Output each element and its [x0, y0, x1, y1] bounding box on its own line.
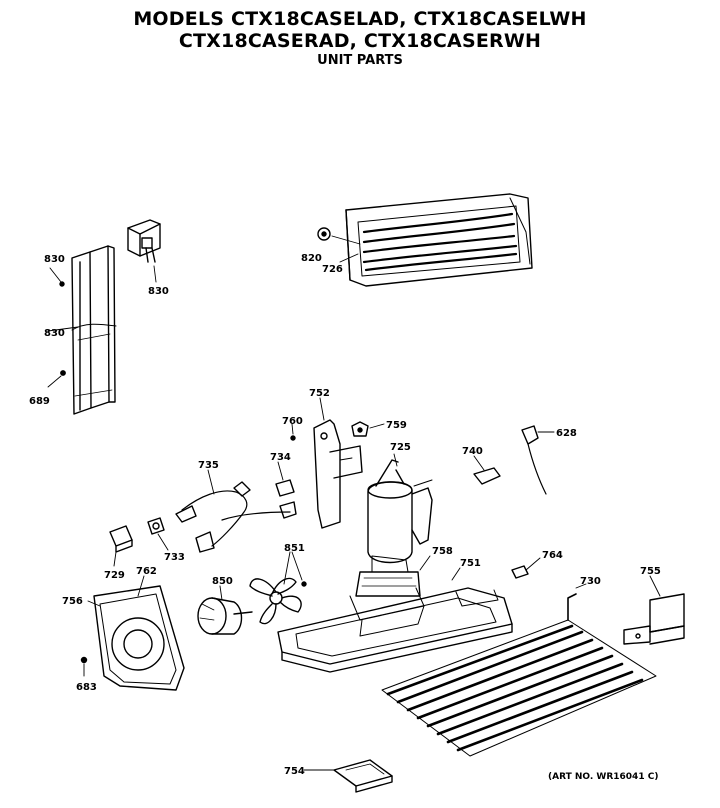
callout-740: 740 — [462, 446, 483, 457]
art-number: (ART NO. WR16041 C) — [548, 772, 659, 782]
callout-758: 758 — [432, 546, 453, 557]
callout-689: 689 — [29, 396, 50, 407]
compressor-725 — [367, 453, 433, 573]
callout-751: 751 — [460, 558, 481, 569]
base-pan-751 — [277, 567, 513, 673]
callout-752: 752 — [309, 388, 330, 399]
callout-830-screw: 830 — [44, 254, 65, 265]
callout-730: 730 — [580, 576, 601, 587]
callout-628: 628 — [556, 428, 577, 439]
air-duct-channel — [71, 245, 117, 415]
overload-734 — [275, 461, 295, 497]
callout-683: 683 — [76, 682, 97, 693]
bracket-755 — [623, 575, 685, 645]
capacitor-733 — [147, 517, 169, 551]
callout-733: 733 — [164, 552, 185, 563]
callout-850: 850 — [212, 576, 233, 587]
models-title-line-1: MODELS CTX18CASELAD, CTX18CASELWH — [133, 8, 587, 30]
callout-760: 760 — [282, 416, 303, 427]
callout-830-channel: 830 — [44, 328, 65, 339]
screw-689 — [60, 370, 66, 376]
callout-734: 734 — [270, 452, 291, 463]
models-title-line-2: CTX18CASERAD, CTX18CASERWH — [178, 30, 542, 52]
screw-830 — [59, 281, 65, 287]
compressor-bracket-752 — [313, 397, 363, 529]
screw-683 — [80, 656, 88, 664]
callout-759: 759 — [386, 420, 407, 431]
callout-729: 729 — [104, 570, 125, 581]
callout-851: 851 — [284, 543, 305, 554]
callout-725: 725 — [390, 442, 411, 453]
harness-628 — [521, 425, 555, 495]
bracket-830 — [127, 219, 161, 283]
fan-blade-851 — [249, 551, 303, 625]
callout-735: 735 — [198, 460, 219, 471]
callout-755: 755 — [640, 566, 661, 577]
fan-motor-850 — [197, 585, 253, 635]
diagram-header: MODELS CTX18CASELAD, CTX18CASELWH CTX18C… — [0, 8, 720, 69]
fan-shroud-756 — [87, 575, 185, 691]
callout-762: 762 — [136, 566, 157, 577]
drain-trough-754 — [303, 759, 393, 793]
callout-756: 756 — [62, 596, 83, 607]
callout-820: 820 — [301, 253, 322, 264]
drain-coil-730 — [381, 583, 657, 757]
wire-harness-735 — [175, 469, 297, 553]
clip-764 — [511, 557, 541, 579]
relay-740 — [473, 455, 501, 485]
callout-830-bracket: 830 — [148, 286, 169, 297]
condenser-726 — [317, 193, 533, 287]
terminal-cover-729 — [109, 525, 133, 567]
grommet-759 — [351, 421, 385, 437]
callout-726: 726 — [322, 264, 343, 275]
section-title: UNIT PARTS — [317, 53, 403, 68]
callout-754: 754 — [284, 766, 305, 777]
callout-764: 764 — [542, 550, 563, 561]
